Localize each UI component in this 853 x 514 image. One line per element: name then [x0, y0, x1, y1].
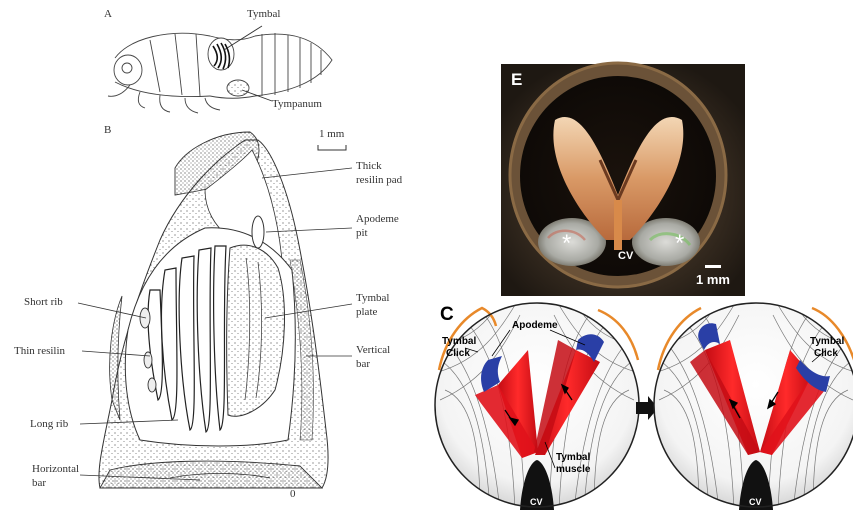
apodeme-pit-label-line1: Apodeme: [356, 213, 399, 226]
panel-e-cv-label: CV: [618, 250, 633, 262]
panel-b-corner-mark: 0: [290, 488, 296, 501]
panel-c-right-diagram: [654, 298, 853, 510]
panel-e-scale-bar-label: 1 mm: [696, 272, 730, 287]
panel-c-left-cv-label: CV: [530, 497, 543, 507]
horizontal-bar-label-line2: bar: [32, 477, 46, 490]
panel-c-right-cv-label: CV: [749, 497, 762, 507]
panel-a-letter: A: [104, 8, 112, 21]
panel-c-letter: C: [440, 304, 454, 326]
thick-resilin-pad-label-line1: Thick: [356, 160, 382, 173]
right-asterisk: *: [675, 230, 684, 258]
panel-b-scale-bar-label: 1 mm: [319, 128, 344, 141]
horizontal-bar-label-line1: Horizontal: [32, 463, 79, 476]
panel-e-letter: E: [511, 70, 522, 90]
tymbal-click-right-label-line1: Tymbal: [810, 336, 844, 347]
panel-c-schematic: [435, 298, 853, 510]
apodeme-pit-label-line2: pit: [356, 227, 368, 240]
apodeme-label: Apodeme: [512, 320, 558, 331]
tymbal-click-right-label-line2: Click: [814, 348, 838, 359]
tymbal-label: Tymbal: [247, 8, 280, 21]
long-rib-label: Long rib: [30, 418, 68, 431]
panel-b-letter: B: [104, 124, 111, 137]
panel-b-tymbal-drawing: [78, 132, 352, 488]
thick-resilin-pad-label-line2: resilin pad: [356, 174, 402, 187]
tymbal-plate-label-line1: Tymbal: [356, 292, 389, 305]
thin-resilin-label: Thin resilin: [14, 345, 65, 358]
tymbal-click-left-label-line1: Tymbal: [442, 336, 476, 347]
vertical-bar-label-line1: Vertical: [356, 344, 390, 357]
left-asterisk: *: [562, 230, 571, 258]
tymbal-plate-label-line2: plate: [356, 306, 377, 319]
tymbal-muscle-label-line2: muscle: [556, 464, 590, 475]
tympanum-label: Tympanum: [272, 98, 322, 111]
tymbal-click-left-label-line2: Click: [446, 348, 470, 359]
vertical-bar-label-line2: bar: [356, 358, 370, 371]
short-rib-label: Short rib: [24, 296, 63, 309]
tymbal-muscle-label-line1: Tymbal: [556, 452, 590, 463]
